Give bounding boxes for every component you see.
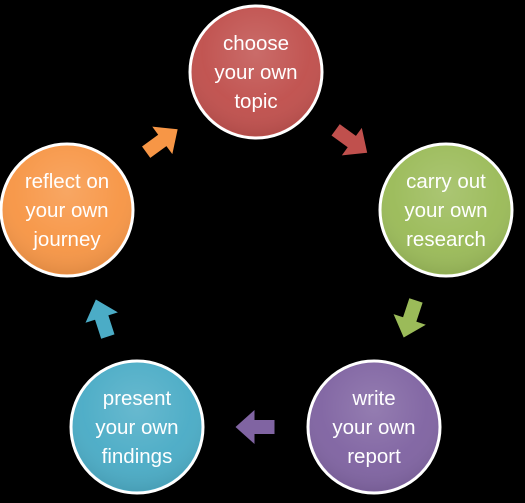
- step-label-line: write: [351, 387, 395, 410]
- step-circle-shading: [310, 363, 438, 491]
- step-node-5: reflect on your own journey: [0, 142, 135, 278]
- arrow-icon-1: [331, 124, 368, 156]
- arrow-icon-4: [85, 299, 118, 339]
- step-circle-shading: [73, 363, 201, 491]
- arrow-icon-2: [393, 298, 426, 338]
- step-label-line: your own: [25, 199, 108, 222]
- step-label-line: your own: [95, 416, 178, 439]
- step-circle-shading: [192, 8, 320, 136]
- step-label-line: journey: [32, 228, 101, 251]
- step-label-line: your own: [214, 61, 297, 84]
- step-label-line: report: [347, 445, 401, 468]
- step-label-line: your own: [332, 416, 415, 439]
- step-label-line: findings: [102, 445, 173, 468]
- step-node-3: write your own report: [306, 359, 442, 495]
- step-circle-shading: [382, 146, 510, 274]
- step-label-line: choose: [223, 32, 289, 55]
- step-node-1: choose your own topic: [188, 4, 324, 140]
- step-label-line: your own: [404, 199, 487, 222]
- step-node-2: carry out your own research: [378, 142, 514, 278]
- step-label-line: reflect on: [25, 170, 109, 193]
- step-circle-shading: [3, 146, 131, 274]
- arrow-icon-3: [235, 410, 275, 444]
- arrow-icon-5: [142, 126, 178, 158]
- step-label-line: carry out: [406, 170, 486, 193]
- step-label-line: present: [103, 387, 172, 410]
- step-label-line: research: [406, 228, 486, 251]
- step-node-4: present your own findings: [69, 359, 205, 495]
- step-label-line: topic: [234, 90, 277, 113]
